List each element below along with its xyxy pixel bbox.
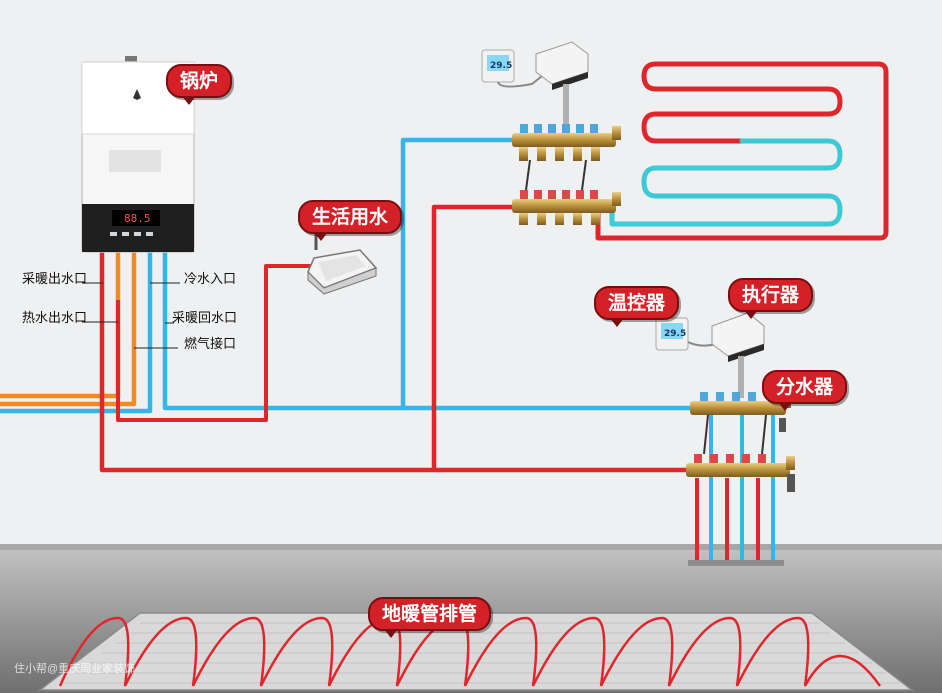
sink — [307, 228, 378, 295]
heating-return-pipe — [162, 252, 700, 411]
floor-piping-tag: 地暖管排管 — [368, 597, 492, 638]
thermostat-lower — [655, 317, 717, 351]
domestic-hot-pipe — [116, 264, 312, 422]
gas-inlet-label: 燃气接口 — [184, 336, 237, 351]
pipe-network — [0, 137, 775, 562]
heating-out-label: 采暖出水口 — [22, 271, 88, 286]
actuator-lower — [711, 312, 765, 398]
cold-water-in-label: 冷水入口 — [184, 271, 237, 286]
gas-pipe — [0, 252, 137, 407]
thermostat-upper-reading: 29.5 — [490, 61, 512, 71]
watermark: 住小帮@重庆周业家装饰 — [14, 663, 136, 675]
boiler-tag: 锅炉 — [166, 64, 233, 105]
domestic-water-tag: 生活用水 — [298, 200, 403, 241]
boiler-flame-icon — [133, 89, 141, 100]
heating-supply-pipe — [99, 252, 700, 473]
room-heating-loop — [595, 61, 889, 241]
cold-water-inlet-pipe — [0, 252, 153, 414]
boiler-display: 88.5 — [124, 212, 151, 225]
floor-heating-pipe — [58, 616, 882, 687]
manifold-lower — [686, 392, 795, 492]
manifold-tag: 分水器 — [762, 370, 848, 411]
thermostat-upper — [481, 49, 543, 88]
supply-riser-upper — [431, 204, 512, 470]
actuator-upper — [535, 41, 589, 126]
manifold-upper — [512, 124, 621, 225]
return-riser-upper — [400, 137, 512, 408]
actuator-tag: 执行器 — [728, 278, 814, 319]
thermostat-lower-reading: 29.5 — [664, 329, 686, 339]
floor-penetration — [688, 560, 784, 566]
boiler — [81, 56, 195, 253]
heating-return-label: 采暖回水口 — [172, 310, 238, 325]
floor-edge — [0, 544, 942, 550]
thermostat-tag: 温控器 — [594, 286, 680, 327]
port-leaders — [82, 282, 180, 349]
floor-heating-mat — [37, 612, 915, 691]
hot-water-out-label: 热水出水口 — [22, 310, 88, 325]
